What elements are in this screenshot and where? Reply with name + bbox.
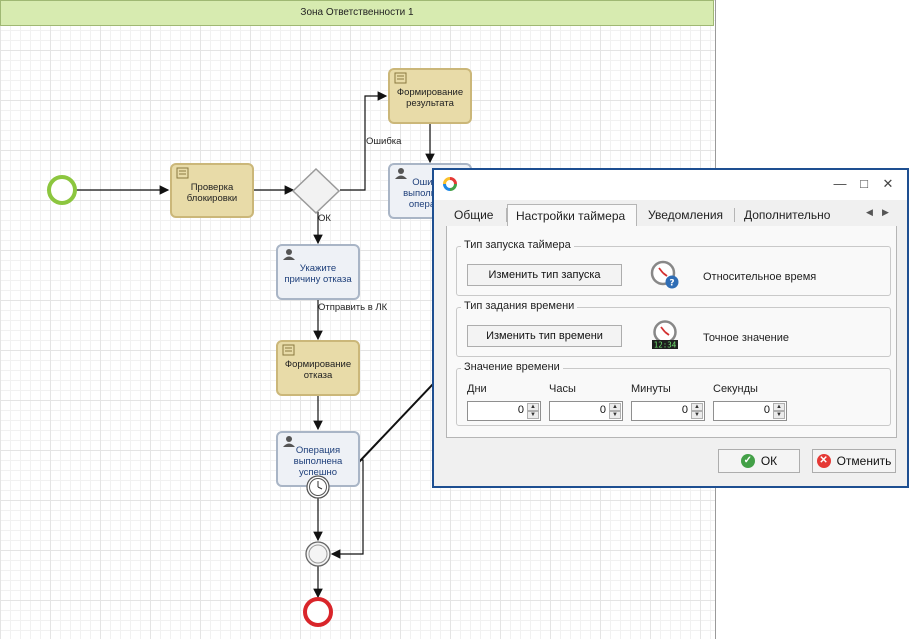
seconds-value: 0 [763,404,770,416]
minimize-button[interactable]: — [833,176,847,191]
end-event [303,597,333,627]
timer-settings-panel: Тип запуска таймера Изменить тип запуска… [446,226,897,438]
tab-scroll-left-icon[interactable]: ◀ [866,207,873,217]
days-spinner[interactable]: 0 ▲ ▼ [467,401,541,421]
seconds-down-icon[interactable]: ▼ [773,411,785,419]
task-label: Укажите причину отказа [284,263,352,285]
launch-type-value: Относительное время [703,271,817,283]
days-down-icon[interactable]: ▼ [527,411,539,419]
tab-scroll-right-icon[interactable]: ▶ [882,207,889,217]
script-icon [282,344,295,356]
task-label: Операция выполнена успешно [293,444,343,478]
minutes-up-icon[interactable]: ▲ [691,403,703,411]
change-launch-type-button[interactable]: Изменить тип запуска [467,264,622,286]
timer-overlay [306,475,330,499]
clock-digits: 12:34 [654,341,677,350]
days-label: Дни [467,383,487,395]
cancel-button[interactable]: ✕ Отменить [812,449,896,473]
task-form-result[interactable]: Формирование результата [388,68,472,124]
svg-text:?: ? [669,279,674,289]
minutes-value: 0 [681,404,688,416]
merge-gateway [305,541,331,567]
seconds-spinner[interactable]: 0 ▲ ▼ [713,401,787,421]
time-value-group: Значение времени Дни 0 ▲ ▼ Часы 0 ▲ ▼ Ми… [456,361,891,426]
user-icon [283,249,295,260]
group-title: Тип задания времени [461,300,578,312]
swimlane-title: Зона Ответственности 1 [300,7,414,18]
script-icon [394,72,407,84]
task-check-lock[interactable]: Проверка блокировки [170,163,254,218]
exclusive-gateway [291,167,341,215]
tab-timer-settings[interactable]: Настройки таймера [507,204,637,227]
group-title: Тип запуска таймера [461,239,574,251]
launch-type-group: Тип запуска таймера Изменить тип запуска… [456,239,891,296]
hours-up-icon[interactable]: ▲ [609,403,621,411]
cancel-label: Отменить [836,454,892,468]
start-event [47,175,77,205]
days-up-icon[interactable]: ▲ [527,403,539,411]
flow-label-send: Отправить в ЛК [318,302,388,313]
hours-spinner[interactable]: 0 ▲ ▼ [549,401,623,421]
dialog-titlebar[interactable]: — □ ✕ [434,170,907,200]
swimlane-header[interactable]: Зона Ответственности 1 [0,0,714,26]
hours-down-icon[interactable]: ▼ [609,411,621,419]
user-icon [395,168,407,179]
task-label: Проверка блокировки [186,181,238,204]
days-value: 0 [517,404,524,416]
minutes-label: Минуты [631,383,671,395]
task-form-refusal[interactable]: Формирование отказа [276,340,360,396]
ok-button[interactable]: ✓ ОК [718,449,800,473]
task-label: Ошибка выполнения операции [403,176,457,210]
task-label: Формирование результата [396,87,464,109]
script-icon [176,167,189,179]
check-icon: ✓ [740,454,755,468]
dialog-tabs: Общие Настройки таймера Уведомления Допо… [446,204,896,227]
maximize-button[interactable]: □ [860,176,868,191]
task-reason[interactable]: Укажите причину отказа [276,244,360,300]
relative-time-clock-icon: ? [650,260,679,289]
tab-general[interactable]: Общие [454,208,494,222]
time-type-group: Тип задания времени Изменить тип времени… [456,300,891,357]
hours-label: Часы [549,383,576,395]
flow-label-ok: ОК [318,213,331,224]
user-icon [283,436,295,447]
tab-additional[interactable]: Дополнительно [744,208,831,222]
flow-gateway-result [340,91,388,191]
timer-settings-dialog: — □ ✕ Общие Настройки таймера Уведомлени… [432,168,909,488]
ok-label: ОК [760,454,778,468]
seconds-up-icon[interactable]: ▲ [773,403,785,411]
time-type-value: Точное значение [703,332,790,344]
cancel-icon: ✕ [816,454,831,468]
hours-value: 0 [599,404,606,416]
change-time-type-button[interactable]: Изменить тип времени [467,325,622,347]
seconds-label: Секунды [713,383,758,395]
minutes-down-icon[interactable]: ▼ [691,411,703,419]
close-button[interactable]: ✕ [882,176,894,191]
app-logo-icon [443,177,457,191]
exact-time-clock-icon: 12:34 [652,320,678,350]
task-op-success[interactable]: Операция выполнена успешно [276,431,360,487]
minutes-spinner[interactable]: 0 ▲ ▼ [631,401,705,421]
tab-notifications[interactable]: Уведомления [648,208,724,222]
group-title: Значение времени [461,361,563,373]
flow-label-error: Ошибка [366,136,402,147]
task-label: Формирование отказа [284,359,352,381]
merge-gateway-inner [308,544,328,564]
